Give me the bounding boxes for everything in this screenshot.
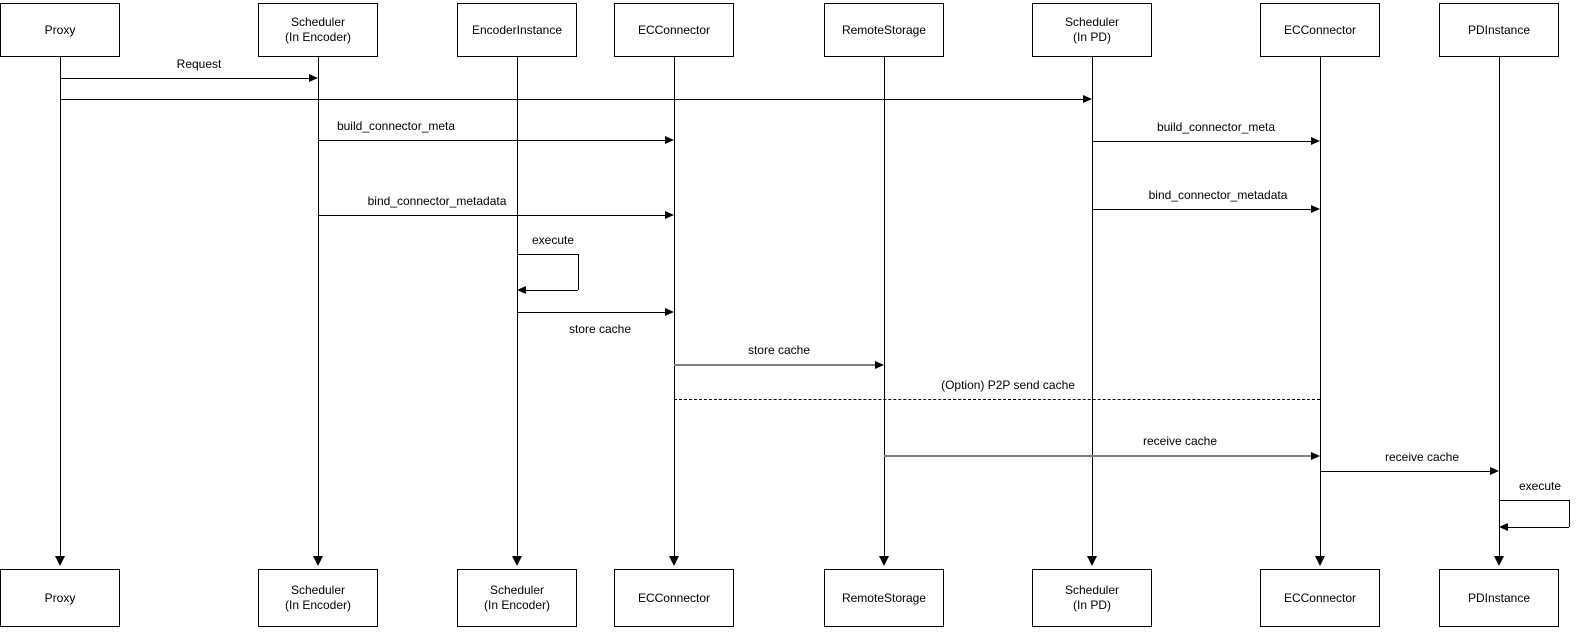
message-label-receive-cache-remotestorage-to-ecconnector: receive cache: [1142, 434, 1218, 448]
message-arrowhead-icon-execute-pd-self: [1499, 523, 1508, 531]
message-line-build-connector-meta-encoder: [318, 140, 665, 141]
actor-box-bottom-proxy: Proxy: [0, 569, 120, 627]
actor-box-bottom-remote-storage: RemoteStorage: [824, 569, 944, 627]
message-line-execute-encoder-self-return: [526, 290, 578, 291]
message-line-store-cache-encoder-to-ecconnector: [517, 312, 665, 313]
message-label-p2p-send-cache: (Option) P2P send cache: [941, 378, 1075, 392]
actor-box-top-ec-connector-encoder: ECConnector: [614, 3, 734, 57]
message-label-execute-encoder-self: execute: [531, 233, 575, 247]
message-line-execute-encoder-self: [517, 254, 578, 255]
message-label-build-connector-meta-encoder: build_connector_meta: [336, 119, 456, 133]
message-arrowhead-icon-bind-connector-metadata-pd: [1311, 205, 1320, 213]
actor-box-top-scheduler-in-pd: Scheduler (In PD): [1032, 3, 1152, 57]
message-line-receive-cache-ecconnector-to-pdinstance: [1320, 471, 1490, 472]
message-line-store-cache-ecconnector-to-remotestorage: [674, 364, 875, 366]
actor-box-top-pd-instance: PDInstance: [1439, 3, 1559, 57]
actor-box-bottom-scheduler-in-pd: Scheduler (In PD): [1032, 569, 1152, 627]
message-label-bind-connector-metadata-encoder: bind_connector_metadata: [367, 194, 507, 208]
lifeline-scheduler-in-encoder: [318, 57, 319, 556]
message-line-execute-pd-self-return: [1508, 527, 1569, 528]
actor-box-top-remote-storage: RemoteStorage: [824, 3, 944, 57]
message-line-bind-connector-metadata-pd: [1092, 209, 1311, 210]
lifeline-arrowhead-icon-scheduler-in-encoder: [313, 556, 323, 566]
message-label-build-connector-meta-pd: build_connector_meta: [1156, 120, 1276, 134]
message-line-p2p-send-cache: [674, 399, 1320, 400]
lifeline-scheduler-in-pd: [1092, 57, 1093, 556]
lifeline-arrowhead-icon-proxy: [55, 556, 65, 566]
message-label-store-cache-encoder-to-ecconnector: store cache: [568, 322, 632, 336]
message-arrowhead-icon-receive-cache-remotestorage-to-ecconnector: [1311, 452, 1320, 460]
message-line-execute-encoder-self-return-edge: [578, 254, 579, 290]
lifeline-arrowhead-icon-ec-connector-pd: [1315, 556, 1325, 566]
message-arrowhead-icon-store-cache-ecconnector-to-remotestorage: [875, 361, 884, 369]
lifeline-arrowhead-icon-pd-instance: [1494, 556, 1504, 566]
message-label-execute-pd-self: execute: [1518, 479, 1562, 493]
lifeline-pd-instance: [1499, 57, 1500, 556]
message-label-request: Request: [176, 57, 222, 71]
actor-box-top-encoder-instance: EncoderInstance: [457, 3, 577, 57]
message-arrowhead-icon-bind-connector-metadata-encoder: [665, 211, 674, 219]
message-line-build-connector-meta-pd: [1092, 141, 1311, 142]
lifeline-proxy: [60, 57, 61, 556]
lifeline-arrowhead-icon-ec-connector-encoder: [669, 556, 679, 566]
lifeline-arrowhead-icon-encoder-instance: [512, 556, 522, 566]
message-line-execute-pd-self: [1499, 500, 1569, 501]
lifeline-ec-connector-encoder: [674, 57, 675, 556]
message-arrowhead-icon-build-connector-meta-encoder: [665, 136, 674, 144]
message-arrowhead-icon-store-cache-encoder-to-ecconnector: [665, 308, 674, 316]
message-line-request: [60, 78, 309, 79]
message-line-receive-cache-remotestorage-to-ecconnector: [884, 455, 1311, 457]
message-line-proxy-to-scheduler-pd: [60, 99, 1083, 100]
actor-box-bottom-ec-connector-encoder: ECConnector: [614, 569, 734, 627]
lifeline-arrowhead-icon-scheduler-in-pd: [1087, 556, 1097, 566]
actor-box-bottom-ec-connector-pd: ECConnector: [1260, 569, 1380, 627]
message-label-store-cache-ecconnector-to-remotestorage: store cache: [747, 343, 811, 357]
actor-box-bottom-scheduler-in-encoder: Scheduler (In Encoder): [258, 569, 378, 627]
actor-box-top-ec-connector-pd: ECConnector: [1260, 3, 1380, 57]
actor-box-bottom-encoder-instance: Scheduler (In Encoder): [457, 569, 577, 627]
message-arrowhead-icon-build-connector-meta-pd: [1311, 137, 1320, 145]
message-arrowhead-icon-request: [309, 74, 318, 82]
message-label-receive-cache-ecconnector-to-pdinstance: receive cache: [1384, 450, 1460, 464]
actor-box-bottom-pd-instance: PDInstance: [1439, 569, 1559, 627]
actor-box-top-proxy: Proxy: [0, 3, 120, 57]
lifeline-arrowhead-icon-remote-storage: [879, 556, 889, 566]
actor-box-top-scheduler-in-encoder: Scheduler (In Encoder): [258, 3, 378, 57]
lifeline-remote-storage: [884, 57, 885, 556]
lifeline-encoder-instance: [517, 57, 518, 556]
lifeline-ec-connector-pd: [1320, 57, 1321, 556]
message-label-bind-connector-metadata-pd: bind_connector_metadata: [1148, 188, 1288, 202]
message-arrowhead-icon-proxy-to-scheduler-pd: [1083, 95, 1092, 103]
message-line-execute-pd-self-return-edge: [1569, 500, 1570, 527]
message-line-bind-connector-metadata-encoder: [318, 215, 665, 216]
message-arrowhead-icon-receive-cache-ecconnector-to-pdinstance: [1490, 467, 1499, 475]
message-arrowhead-icon-execute-encoder-self: [517, 286, 526, 294]
